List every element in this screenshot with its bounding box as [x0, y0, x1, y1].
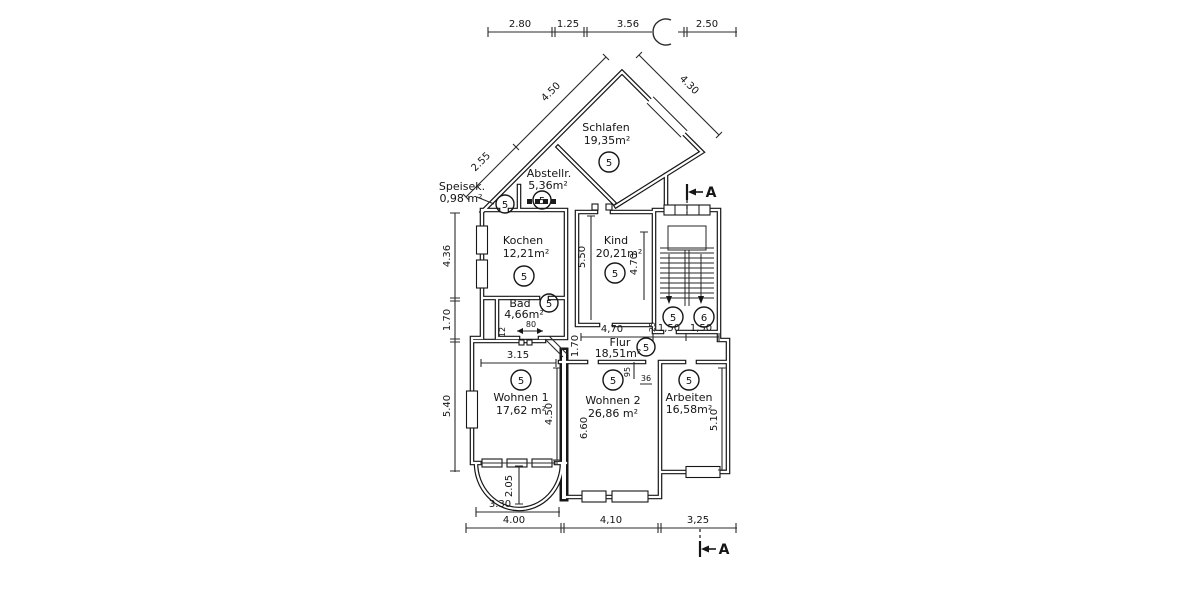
room-name-kind: Kind: [604, 234, 628, 247]
window-kochen-2: [475, 259, 489, 289]
dim-bottom-2: 4,10: [600, 515, 622, 526]
door-post-2: [605, 203, 613, 211]
room-name-wohnen2: Wohnen 2: [585, 394, 640, 407]
window-kochen-1: [475, 225, 489, 255]
dim-stair-offset: 25: [648, 322, 657, 332]
dim-bottom-3: 3,25: [687, 515, 709, 526]
dim-left-3: 5.40: [442, 395, 453, 417]
window-arbeiten: [685, 465, 721, 479]
dim-kind-depth-left: 5.50: [577, 246, 588, 268]
window-wohnen1: [465, 390, 479, 429]
room-mark-arbeiten: 5: [686, 376, 692, 387]
staircase: [660, 225, 714, 306]
dim-diag-upper-right: 4.30: [677, 73, 701, 97]
room-mark-kochen: 5: [521, 272, 527, 283]
room-mark-kind: 5: [612, 269, 618, 280]
room-area-flur: 18,51m²: [595, 347, 642, 360]
dim-top-2: 1.25: [557, 19, 579, 30]
room-mark-schlafen: 5: [606, 158, 612, 169]
stair-mark-6: 6: [701, 313, 707, 324]
dim-left-2: 1.70: [442, 309, 453, 331]
bad-door-mark-1: [518, 339, 525, 346]
dim-wohnen2-depth: 6.60: [579, 417, 590, 439]
room-area-speisek: 0,98 m²: [439, 192, 482, 205]
dim-diag-lower-left: 2.55: [469, 150, 493, 174]
dim-bottom-inner: 3.30: [489, 499, 511, 510]
room-name-kochen: Kochen: [503, 234, 543, 247]
dim-bad-offset: 12: [498, 327, 507, 337]
room-mark-bad: 5: [546, 299, 552, 310]
room-labels: Schlafen 19,35m² 5 Speisek. 0,98 m² 5 Ab…: [439, 121, 713, 420]
room-area-kind: 20,21m²: [596, 247, 643, 260]
room-mark-wohnen2: 5: [610, 376, 616, 387]
dim-kind-depth-right: 4.70: [629, 253, 640, 275]
room-area-abstellr: 5,36m²: [528, 179, 568, 192]
dim-wohnen2-wall-width: 36: [641, 374, 651, 383]
room-area-wohnen2: 26,86 m²: [588, 407, 638, 420]
room-mark-circles: [495, 151, 715, 391]
section-marker-bottom: A: [698, 529, 730, 558]
dimension-arrowheads: [517, 328, 543, 334]
dim-flur-left: 1.70: [570, 335, 581, 357]
room-name-schlafen: Schlafen: [582, 121, 629, 134]
dim-bad-door: 80: [526, 320, 536, 329]
room-area-schlafen: 19,35m²: [584, 134, 631, 147]
dim-bottom-1: 4.00: [503, 515, 525, 526]
bad-door-mark-2: [526, 339, 533, 346]
section-marker-top: A: [685, 184, 717, 213]
room-name-arbeiten: Arbeiten: [666, 391, 713, 404]
room-area-arbeiten: 16,58m²: [666, 403, 713, 416]
abstellraum-hatch: [527, 199, 556, 204]
room-area-bad: 4,66m²: [504, 308, 544, 321]
dim-stair-bay-2: 1,50: [690, 323, 712, 334]
room-mark-speisek: 5: [502, 200, 508, 211]
window-mullions: [646, 96, 700, 215]
dimension-labels: 2.80 1.25 3.56 2.50 4.36 1.70 5.40 4.00 …: [442, 19, 720, 526]
room-area-kochen: 12,21m²: [503, 247, 550, 260]
dim-kind-width: 4,70: [601, 324, 623, 335]
room-name-flur: Flur: [610, 336, 631, 349]
room-name-wohnen1: Wohnen 1: [493, 391, 548, 404]
room-name-abstellr: Abstellr.: [527, 167, 571, 180]
room-name-bad: Bad: [509, 297, 530, 310]
dim-top-4: 2.50: [696, 19, 718, 30]
dim-left-1: 4.36: [442, 245, 453, 267]
dim-arbeiten-depth: 5.10: [709, 409, 720, 431]
dim-wohnen1-width: 3.15: [507, 350, 529, 361]
dim-top-3: 3.56: [617, 19, 639, 30]
room-name-speisek: Speisek.: [439, 180, 485, 193]
stair-mark-5: 5: [670, 313, 676, 324]
dim-top-1: 2.80: [509, 19, 531, 30]
stair-arrows: [666, 296, 704, 304]
dim-stair-bay-1: 1,50: [658, 323, 680, 334]
dim-bay-depth: 2.05: [504, 475, 515, 497]
room-mark-abstellr: 5: [539, 196, 545, 207]
dim-wohnen2-wall-offset: 95: [623, 367, 632, 377]
window-wohnen2-1: [581, 490, 607, 503]
dim-wohnen1-depth: 4.50: [544, 403, 555, 425]
room-area-wohnen1: 17,62 m²: [496, 404, 546, 417]
door-post-1: [591, 203, 599, 211]
dim-diag-upper-left: 4.50: [539, 80, 563, 104]
room-mark-flur: 5: [643, 343, 649, 354]
section-label-top: A: [706, 185, 717, 201]
dimension-lines: [450, 18, 737, 533]
section-label-bottom: A: [719, 542, 730, 558]
room-mark-wohnen1: 5: [518, 376, 524, 387]
window-wohnen2-2: [611, 490, 649, 503]
